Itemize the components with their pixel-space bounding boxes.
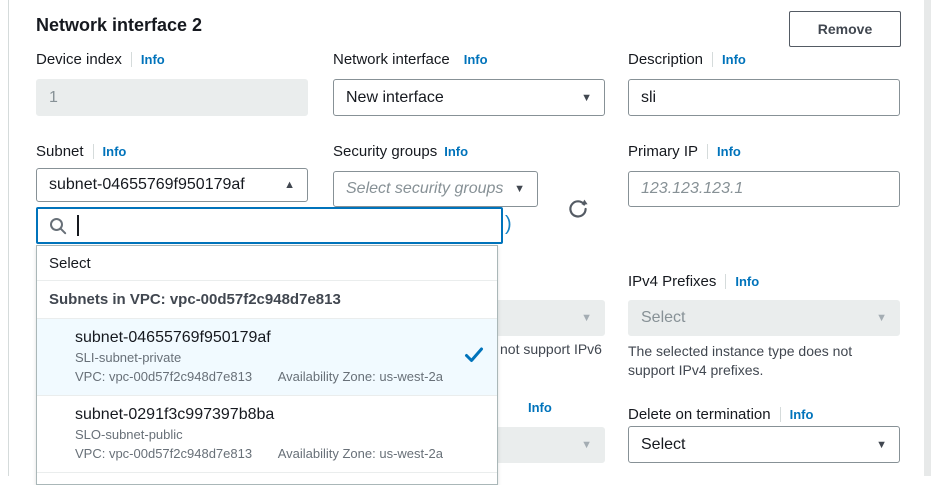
device-index-info-link[interactable]: Info [140, 52, 165, 67]
label-divider [92, 144, 94, 159]
dropdown-option-select[interactable]: Select [37, 246, 497, 281]
subnet-option-id: subnet-04655769f950179af [75, 329, 271, 346]
ipv4-prefixes-select: Select ▼ [628, 300, 900, 336]
search-icon [48, 216, 68, 236]
label-divider [779, 407, 781, 422]
chevron-down-icon: ▼ [581, 312, 592, 324]
ipv6-not-supported-note-fragment: not support IPv6 [500, 341, 602, 357]
subnet-select[interactable]: subnet-04655769f950179af ▲ [36, 168, 308, 202]
refresh-icon [566, 197, 590, 226]
subnet-option-id: subnet-0291f3c997397b8ba [75, 406, 275, 423]
device-index-input [36, 79, 308, 116]
description-label: Description Info [628, 51, 746, 68]
label-divider [130, 52, 132, 67]
description-input[interactable] [628, 79, 900, 116]
subnet-dropdown-list: Select Subnets in VPC: vpc-00d57f2c948d7… [36, 245, 498, 485]
chevron-down-icon: ▼ [581, 439, 592, 451]
ipv4-prefixes-info-link[interactable]: Info [735, 274, 760, 289]
subnet-option-meta: VPC: vpc-00d57f2c948d7e813 Availability … [75, 367, 457, 386]
label-divider [707, 144, 709, 159]
label-divider [725, 274, 727, 289]
description-value[interactable] [641, 88, 887, 107]
checkmark-icon [463, 344, 485, 371]
refresh-security-groups-button[interactable] [564, 197, 592, 225]
hidden-text-fragment: ) [505, 213, 512, 235]
dropdown-group-header: Subnets in VPC: vpc-00d57f2c948d7e813 [37, 281, 497, 319]
device-index-value [49, 88, 295, 107]
subnet-option-az: Availability Zone: us-west-2a [277, 369, 443, 384]
delete-on-termination-select[interactable]: Select ▼ [628, 426, 900, 463]
network-interface-info-link[interactable]: Info [463, 52, 488, 67]
remove-button[interactable]: Remove [789, 11, 901, 47]
subnet-option-2[interactable]: subnet-0291f3c997397b8ba SLO-subnet-publ… [37, 396, 497, 473]
subnet-option-name: SLI-subnet-private [75, 350, 182, 365]
primary-ip-label: Primary IP Info [628, 143, 741, 160]
chevron-up-icon: ▲ [284, 179, 295, 191]
primary-ip-input[interactable] [628, 171, 900, 207]
subnet-option-vpc: VPC: vpc-00d57f2c948d7e813 [75, 369, 253, 384]
subnet-option-meta: VPC: vpc-00d57f2c948d7e813 Availability … [75, 444, 457, 463]
hidden-middle-row4-info-link[interactable]: Info [528, 400, 552, 415]
chevron-down-icon: ▼ [514, 183, 525, 195]
security-groups-info-link[interactable]: Info [444, 144, 469, 159]
chevron-down-icon: ▼ [876, 438, 887, 451]
subnet-label: Subnet Info [36, 143, 127, 160]
subnet-option-1[interactable]: subnet-04655769f950179af SLI-subnet-priv… [37, 319, 497, 396]
device-index-label: Device index Info [36, 51, 165, 68]
label-divider [712, 52, 714, 67]
section-title: Network interface 2 [36, 15, 203, 35]
subnet-option-az: Availability Zone: us-west-2a [277, 446, 443, 461]
subnet-search-box[interactable] [36, 207, 503, 244]
network-interface-select[interactable]: New interface ▼ [333, 79, 605, 116]
security-groups-label: Security groups Info [333, 143, 469, 160]
subnet-search-input[interactable] [79, 216, 491, 235]
delete-on-termination-info-link[interactable]: Info [789, 407, 814, 422]
network-interface-label: Network interface Info [333, 51, 488, 68]
card-left-border [8, 0, 9, 476]
subnet-info-link[interactable]: Info [102, 144, 127, 159]
security-groups-select[interactable]: Select security groups ▼ [333, 171, 538, 207]
subnet-option-name: SLO-subnet-public [75, 427, 183, 442]
chevron-down-icon: ▼ [876, 312, 887, 324]
subnet-option-vpc: VPC: vpc-00d57f2c948d7e813 [75, 446, 253, 461]
vertical-scrollbar[interactable] [924, 0, 931, 476]
primary-ip-info-link[interactable]: Info [717, 144, 741, 159]
text-cursor [77, 215, 79, 236]
primary-ip-value[interactable] [641, 180, 887, 198]
description-info-link[interactable]: Info [722, 52, 746, 67]
ipv4-prefixes-label: IPv4 Prefixes Info [628, 273, 760, 290]
ipv4-prefixes-note: The selected instance type does not supp… [628, 343, 853, 378]
chevron-down-icon: ▼ [581, 91, 592, 104]
delete-on-termination-label: Delete on termination Info [628, 406, 814, 423]
